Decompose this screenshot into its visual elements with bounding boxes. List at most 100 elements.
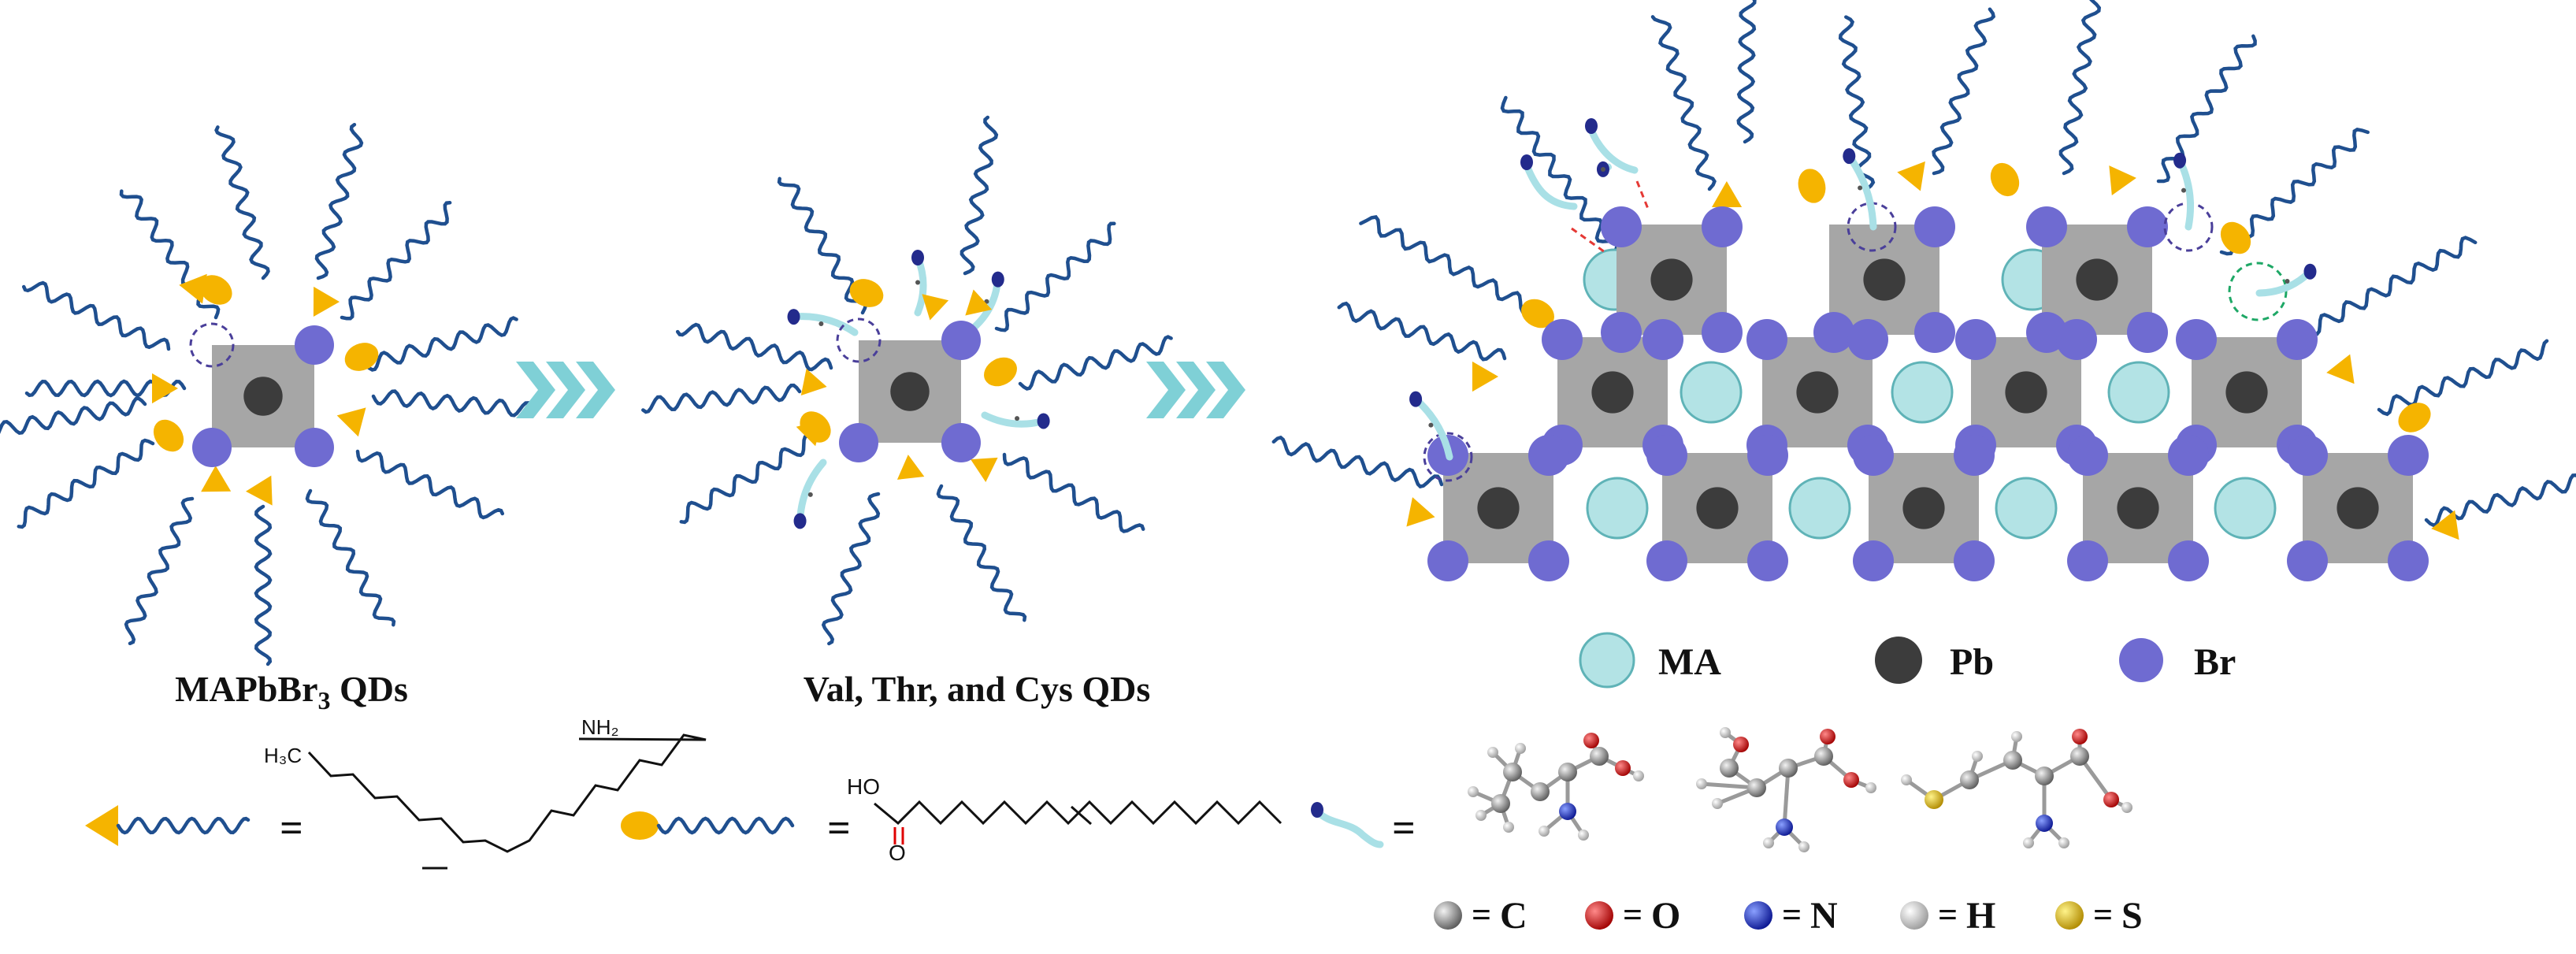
carbon-atom-key-symbol: C (1500, 895, 1527, 937)
amino-acid-tail (2176, 157, 2195, 231)
atom-gO (1843, 772, 1859, 788)
amino-acid-head (2173, 152, 2187, 169)
vacancy-circle (1423, 432, 1473, 482)
ma-cation (1586, 477, 1649, 540)
ma-cation (2107, 361, 2170, 424)
arrow-chevron (576, 362, 615, 418)
acid-equals: = (827, 806, 851, 851)
qd1-ligand-chain (371, 389, 533, 418)
passivated-perovskite-lattice (1271, 0, 2576, 581)
atom-gH (1865, 782, 1876, 793)
br-atom (1542, 319, 1583, 360)
amino-acid-tail-icon (1313, 807, 1384, 848)
qd1-ligand-chain (254, 504, 273, 666)
amino-acid-dot (818, 321, 824, 327)
amino-acid-head (787, 309, 800, 325)
amino-acid-tail (1412, 395, 1453, 461)
atom-gH (1475, 810, 1487, 821)
atom-gN (1776, 819, 1793, 836)
lattice-ligand-chain (2058, 0, 2102, 176)
qd1-ligand-chain (214, 125, 270, 280)
hydrogen-bond-dash (1635, 180, 1650, 210)
atom-gH (2023, 837, 2034, 848)
mapbbr3-qd-particle (0, 122, 533, 666)
pb-atom (243, 377, 283, 416)
atom-gO (1583, 733, 1599, 748)
qd2-ligand-chain (777, 176, 868, 315)
qd2-ligand-chain (641, 383, 802, 414)
qd2-label: Val, Thr, and Cys QDs (804, 669, 1151, 709)
atom-gH (1487, 747, 1498, 758)
amine-key-chain (116, 816, 251, 835)
atom-gN (2036, 815, 2053, 832)
br-atom (2168, 540, 2209, 581)
qd2-ligand-chain (1018, 335, 1173, 391)
acid-cap (344, 343, 379, 371)
atom-gC (1491, 794, 1510, 813)
br-atom (941, 423, 981, 462)
lattice-ligand-chain (1932, 7, 1996, 176)
free-amino-acid-tail (1587, 126, 1639, 174)
valine-molecule (1468, 733, 1644, 841)
br-atom (1914, 206, 1955, 247)
amine-cap (179, 273, 207, 304)
atom-gH (1468, 786, 1479, 797)
ma-cation (1995, 477, 2058, 540)
oxygen-atom-key-equals: = (1623, 896, 1642, 934)
br-atom (941, 321, 981, 360)
br-atom (1601, 312, 1642, 353)
acid-cap (153, 419, 184, 452)
acid-cap (1521, 299, 1554, 329)
br-atom (2388, 540, 2429, 581)
arrow-chevron (546, 362, 585, 418)
trans-double-bond (1071, 805, 1092, 826)
br-atom (1954, 540, 1995, 581)
arrow-chevron (1206, 362, 1245, 418)
pb-atom (2337, 487, 2379, 529)
amine-cap (2109, 165, 2136, 195)
amino-acid-tail (914, 254, 927, 317)
bond (1782, 767, 1791, 828)
free-amino-acid-head (1520, 154, 1533, 170)
lattice-ligand-chain (1359, 215, 1546, 317)
free-amino-acid-head (1585, 118, 1598, 134)
vacancy-circle (836, 317, 882, 363)
atom-gO (2072, 729, 2088, 744)
qd2-ligand-chain (821, 492, 881, 646)
lattice-ligand-chain (1337, 301, 1507, 362)
amine-cap-icon (85, 805, 118, 846)
oxygen-atom-key-ball (1585, 901, 1613, 930)
sulfur-atom-key-ball (2055, 901, 2084, 930)
atom-gC (1747, 778, 1766, 797)
atom-gO (1820, 729, 1835, 744)
atom-gH (2011, 731, 2022, 742)
amino-acid-tail (796, 458, 827, 525)
amino-acid-dot (2285, 279, 2290, 284)
atom-gO (1615, 760, 1631, 776)
amine-cap (1897, 161, 1925, 191)
atom-gC (1558, 763, 1577, 781)
qd1-ligand-chain (21, 280, 171, 351)
amino-acid-head (991, 271, 1004, 288)
amino-acid-tail (790, 313, 859, 336)
br-atom (1528, 435, 1569, 476)
qd2-ligand-chain (679, 433, 818, 525)
nitrogen-atom-key-ball (1744, 901, 1772, 930)
acid-cap (1798, 169, 1826, 203)
atom-gC (1590, 747, 1609, 766)
atom-gH (1503, 822, 1514, 833)
atom-gH (2058, 837, 2069, 848)
amine-cap (2431, 510, 2459, 540)
amino-acid-dot (1858, 185, 1863, 191)
ma-legend-label: MA (1658, 641, 1721, 683)
br-atom (1847, 319, 1888, 360)
amino-acid-head (1409, 391, 1423, 407)
acid-cap (849, 279, 884, 307)
sulfur-atom-key-symbol: S (2121, 895, 2143, 937)
pb-atom (1591, 371, 1634, 414)
qd2-ligand-chain (1002, 452, 1145, 533)
pb-legend-label: Pb (1950, 641, 1994, 683)
br-atom (1914, 312, 1955, 353)
amino-acid-ligand-key: = (1311, 727, 2132, 852)
